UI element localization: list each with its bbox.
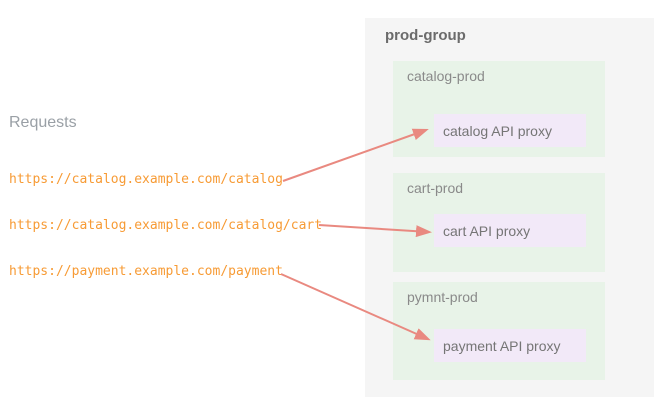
environment-group-label: prod-group xyxy=(385,27,466,44)
proxy-label: payment API proxy xyxy=(443,337,561,354)
proxy-box-cart: cart API proxy xyxy=(434,214,586,247)
environment-label: catalog-prod xyxy=(407,68,485,84)
proxy-box-catalog: catalog API proxy xyxy=(434,114,586,147)
proxy-box-payment: payment API proxy xyxy=(434,329,586,362)
proxy-label: catalog API proxy xyxy=(443,122,552,139)
requests-heading: Requests xyxy=(9,114,77,131)
environment-label: cart-prod xyxy=(407,180,464,196)
request-url-catalog: https://catalog.example.com/catalog xyxy=(9,172,283,187)
environment-label: pymnt-prod xyxy=(407,289,478,305)
request-url-payment: https://payment.example.com/payment xyxy=(9,264,283,279)
request-url-catalog-cart: https://catalog.example.com/catalog/cart xyxy=(9,218,323,233)
proxy-label: cart API proxy xyxy=(443,222,531,239)
